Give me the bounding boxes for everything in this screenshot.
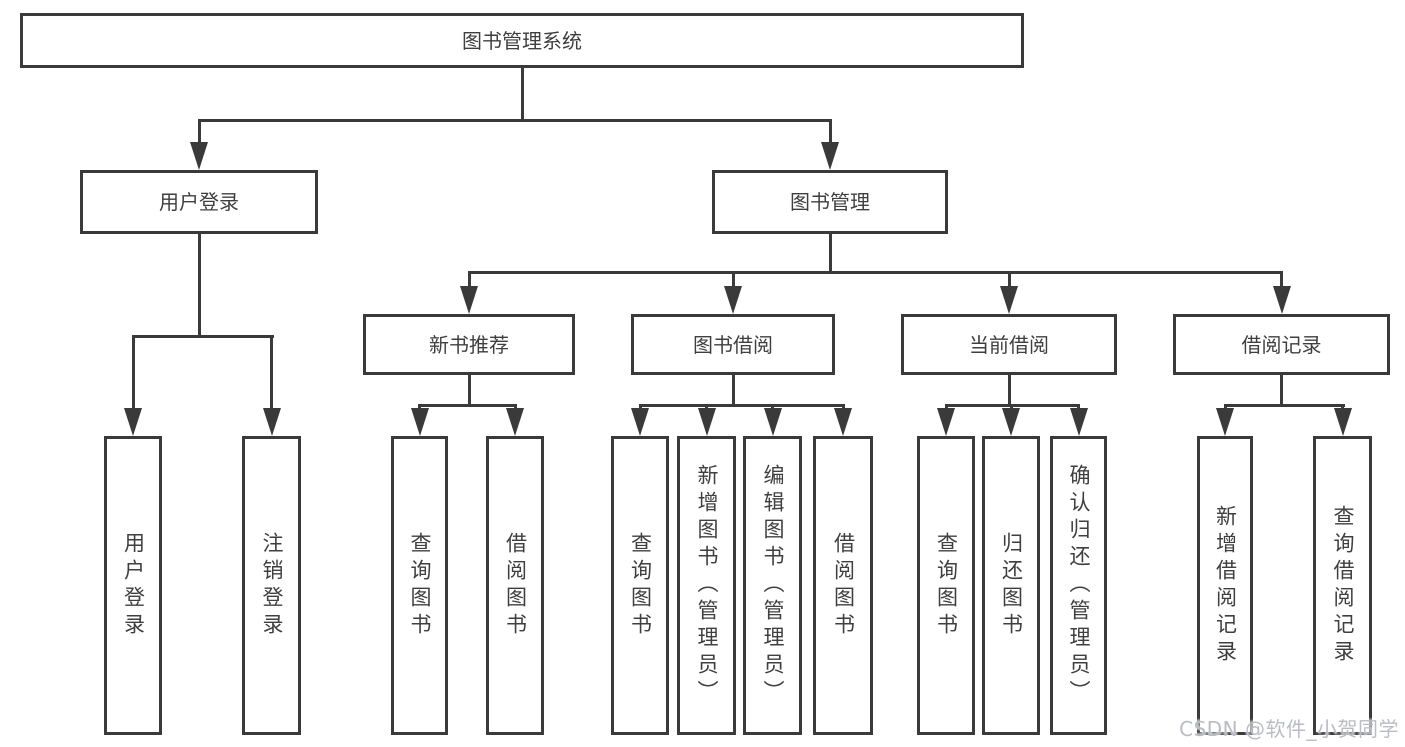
connector-borrowing-records-rail — [1223, 404, 1345, 407]
connector-book-borrowing-stem — [731, 375, 735, 406]
arrow-down-icon — [190, 142, 208, 170]
node-current-borrowing: 当前借阅 — [901, 314, 1117, 375]
connector-book-borrowing-rail — [638, 404, 845, 407]
connector-new-book-rail — [418, 404, 517, 407]
arrow-down-icon — [1216, 408, 1234, 436]
node-nb-borrow-books: 借阅图书 — [486, 436, 544, 735]
connector-root-rail — [197, 119, 832, 122]
arrow-down-icon — [631, 408, 649, 436]
arrow-down-icon — [724, 286, 742, 314]
node-root: 图书管理系统 — [20, 13, 1024, 68]
connector-drop-book-borrowing — [731, 271, 735, 288]
arrow-down-icon — [1069, 408, 1088, 436]
arrow-down-icon — [506, 408, 524, 436]
node-book-borrowing: 图书借阅 — [631, 314, 835, 375]
node-br-add-record: 新增借阅记录 — [1197, 436, 1253, 735]
node-logout-leaf: 注销登录 — [242, 436, 301, 735]
arrow-down-icon — [697, 408, 716, 436]
arrow-down-icon — [410, 408, 429, 436]
connector-drop-login-leaf — [131, 335, 135, 410]
node-borrowing-records: 借阅记录 — [1173, 314, 1390, 375]
arrow-down-icon — [460, 286, 478, 314]
node-bb-borrow-books: 借阅图书 — [813, 436, 873, 735]
connector-drop-logout-leaf — [270, 335, 273, 410]
connector-user-login-rail — [131, 335, 274, 338]
connector-book-mgmt-rail — [467, 271, 1283, 274]
node-cb-query-books: 查询图书 — [917, 436, 975, 735]
node-nb-query-books: 查询图书 — [391, 436, 448, 735]
arrow-down-icon — [1002, 408, 1020, 436]
arrow-down-icon — [834, 408, 852, 436]
arrow-down-icon — [124, 408, 142, 436]
connector-book-mgmt-stem — [828, 234, 832, 273]
connector-drop-borrowing-records — [1280, 271, 1283, 288]
node-cb-return-books: 归还图书 — [982, 436, 1040, 735]
node-cb-confirm-return-admin: 确认归还（管理员） — [1050, 436, 1107, 735]
connector-drop-user-login — [197, 119, 201, 145]
arrow-down-icon — [1333, 408, 1352, 436]
node-bb-query-books: 查询图书 — [611, 436, 669, 735]
connector-root-stem — [520, 68, 524, 120]
arrow-down-icon — [821, 142, 839, 170]
node-new-book-recommend: 新书推荐 — [363, 314, 575, 375]
connector-new-book-stem — [467, 375, 471, 406]
connector-current-borrowing-stem — [1007, 375, 1011, 406]
arrow-down-icon — [763, 408, 782, 436]
node-bb-add-books-admin: 新增图书（管理员） — [677, 436, 736, 735]
csdn-watermark: CSDN @软件_小贺同学 — [1179, 717, 1399, 741]
arrow-down-icon — [1272, 286, 1291, 314]
node-book-management: 图书管理 — [712, 170, 948, 234]
arrow-down-icon — [937, 408, 955, 436]
node-user-login-leaf: 用户登录 — [104, 436, 162, 735]
connector-borrowing-records-stem — [1280, 375, 1283, 406]
connector-drop-current-borrowing — [1007, 271, 1011, 288]
connector-drop-new-book — [467, 271, 471, 288]
node-br-query-record: 查询借阅记录 — [1313, 436, 1372, 735]
node-bb-edit-books-admin: 编辑图书（管理员） — [743, 436, 802, 735]
node-user-login: 用户登录 — [80, 170, 318, 234]
connector-drop-book-management — [828, 119, 832, 145]
connector-user-login-stem — [197, 234, 201, 337]
arrow-down-icon — [262, 408, 281, 436]
arrow-down-icon — [1000, 286, 1018, 314]
